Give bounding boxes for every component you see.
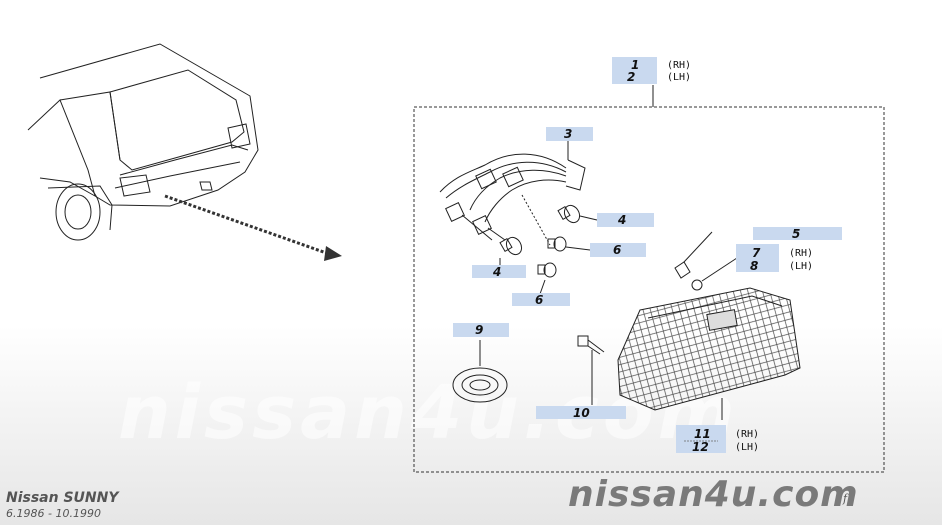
bulb-4-lower xyxy=(499,236,523,256)
callout-side-12: (LH) xyxy=(735,442,759,453)
gasket-9 xyxy=(452,340,508,403)
callout-1: 1 (RH) xyxy=(612,57,691,84)
callout-11: 11 (RH) xyxy=(676,425,759,453)
callout-5: 5 xyxy=(753,227,842,241)
model-name: Nissan SUNNY xyxy=(6,490,120,506)
callout-number-8: 8 xyxy=(750,259,758,273)
callout-9: 9 xyxy=(453,323,509,337)
rear-combination-lamp xyxy=(617,287,801,420)
callout-number-1: 1 xyxy=(631,58,639,72)
callout-number-5: 5 xyxy=(792,227,800,241)
brand-logo-text: nissan4u.com xyxy=(568,474,859,515)
bulb-4-upper xyxy=(557,204,581,224)
callout-number-2: 2 xyxy=(627,70,635,84)
callout-number-4a: 4 xyxy=(617,213,626,227)
callout-number-3: 3 xyxy=(564,127,572,141)
bulb-6-lower xyxy=(537,262,557,278)
car-rear-illustration xyxy=(27,43,259,241)
callout-4a: 4 xyxy=(597,213,654,227)
callout-number-4b: 4 xyxy=(492,265,501,279)
assembly-frame xyxy=(413,106,885,473)
leader-lines xyxy=(499,140,598,295)
screw-5 xyxy=(674,231,713,279)
callout-side-2: (LH) xyxy=(667,72,691,83)
callout-number-12: 12 xyxy=(692,440,709,454)
callout-side-7: (RH) xyxy=(789,248,813,259)
production-dates: 6.1986 - 10.1990 xyxy=(6,507,101,520)
callout-number-10: 10 xyxy=(573,406,590,420)
callout-side-1: (RH) xyxy=(667,60,691,71)
callout-4b: 4 xyxy=(472,265,526,279)
callout-number-9: 9 xyxy=(475,323,483,337)
nut-7-8 xyxy=(691,255,741,291)
callout-6b: 6 xyxy=(512,293,570,307)
callout-number-6a: 6 xyxy=(613,243,621,257)
callout-side-8: (LH) xyxy=(789,261,813,272)
callout-number-11: 11 xyxy=(694,427,711,441)
callout-10: 10 xyxy=(536,406,626,420)
callout-12: 12 (LH) xyxy=(692,440,759,454)
callout-3: 3 xyxy=(546,127,593,141)
wiring-harness xyxy=(439,153,586,246)
callout-6a: 6 xyxy=(590,243,646,257)
callout-side-11: (RH) xyxy=(735,429,759,440)
bulb-6-upper xyxy=(547,236,567,252)
page-mark: f xyxy=(842,492,849,505)
callout-number-6b: 6 xyxy=(535,293,543,307)
callout-number-7: 7 xyxy=(752,246,761,260)
screw-10 xyxy=(577,335,605,405)
callout-2: 2 (LH) xyxy=(627,70,691,84)
callout-8: 8 (LH) xyxy=(750,259,813,273)
location-arrow xyxy=(164,194,342,261)
callout-7: 7 (RH) xyxy=(736,244,813,272)
